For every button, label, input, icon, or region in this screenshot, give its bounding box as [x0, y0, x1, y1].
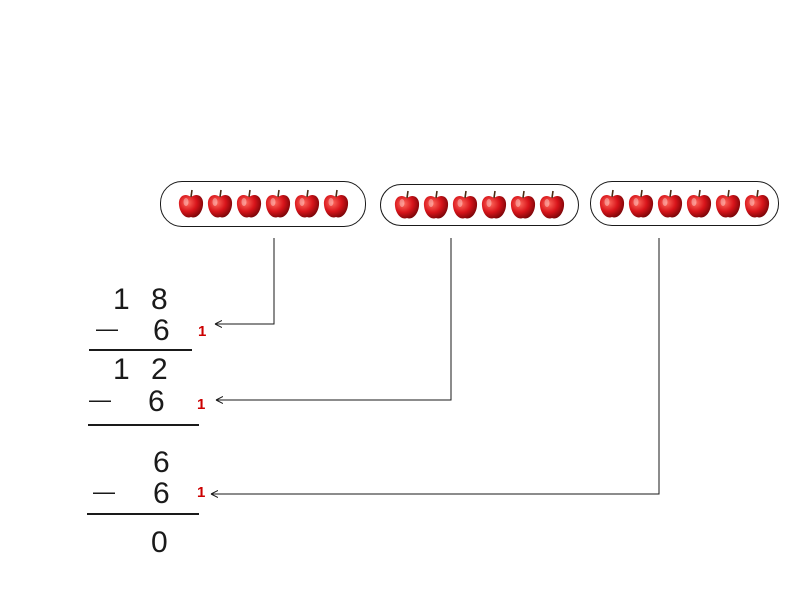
step2-subtrahend: 6: [148, 385, 165, 418]
apple-icon: [628, 188, 654, 220]
step1-subtrahend: 6: [153, 314, 170, 347]
step1-minus-sign: —: [96, 316, 118, 341]
step1-count-label: 1: [198, 323, 207, 340]
step3-count-label: 1: [197, 484, 206, 501]
apple-icon: [323, 188, 349, 220]
result-value: 0: [151, 526, 168, 559]
step2-minuend-ones: 2: [151, 353, 168, 386]
step1-divider: [89, 349, 192, 351]
apple-icon: [178, 188, 204, 220]
step2-count-label: 1: [197, 396, 206, 413]
apple-group-3: [590, 181, 779, 226]
step1-minuend-ones: 8: [151, 283, 168, 316]
connector-group-3: [211, 238, 660, 494]
apple-icon: [686, 188, 712, 220]
apple-icon: [539, 189, 565, 221]
connector-group-1: [215, 238, 275, 324]
apple-icon: [207, 188, 233, 220]
apple-icon: [744, 188, 770, 220]
step3-minuend-ones: 6: [153, 446, 170, 479]
apple-group-2: [380, 184, 579, 226]
step1-minuend-tens: 1: [113, 283, 130, 316]
apple-icon: [236, 188, 262, 220]
apple-icon: [510, 189, 536, 221]
apple-icon: [423, 189, 449, 221]
apple-group-1: [160, 181, 366, 227]
apple-icon: [599, 188, 625, 220]
apple-icon: [452, 189, 478, 221]
step2-minus-sign: —: [89, 387, 111, 412]
step2-minuend-tens: 1: [113, 353, 130, 386]
apple-icon: [265, 188, 291, 220]
step3-divider: [87, 513, 199, 515]
step3-minus-sign: —: [93, 479, 115, 504]
apple-icon: [294, 188, 320, 220]
apple-icon: [715, 188, 741, 220]
connector-group-2: [216, 238, 452, 400]
step2-divider: [88, 424, 199, 426]
apple-icon: [481, 189, 507, 221]
apple-icon: [394, 189, 420, 221]
apple-icon: [657, 188, 683, 220]
step3-subtrahend: 6: [153, 477, 170, 510]
